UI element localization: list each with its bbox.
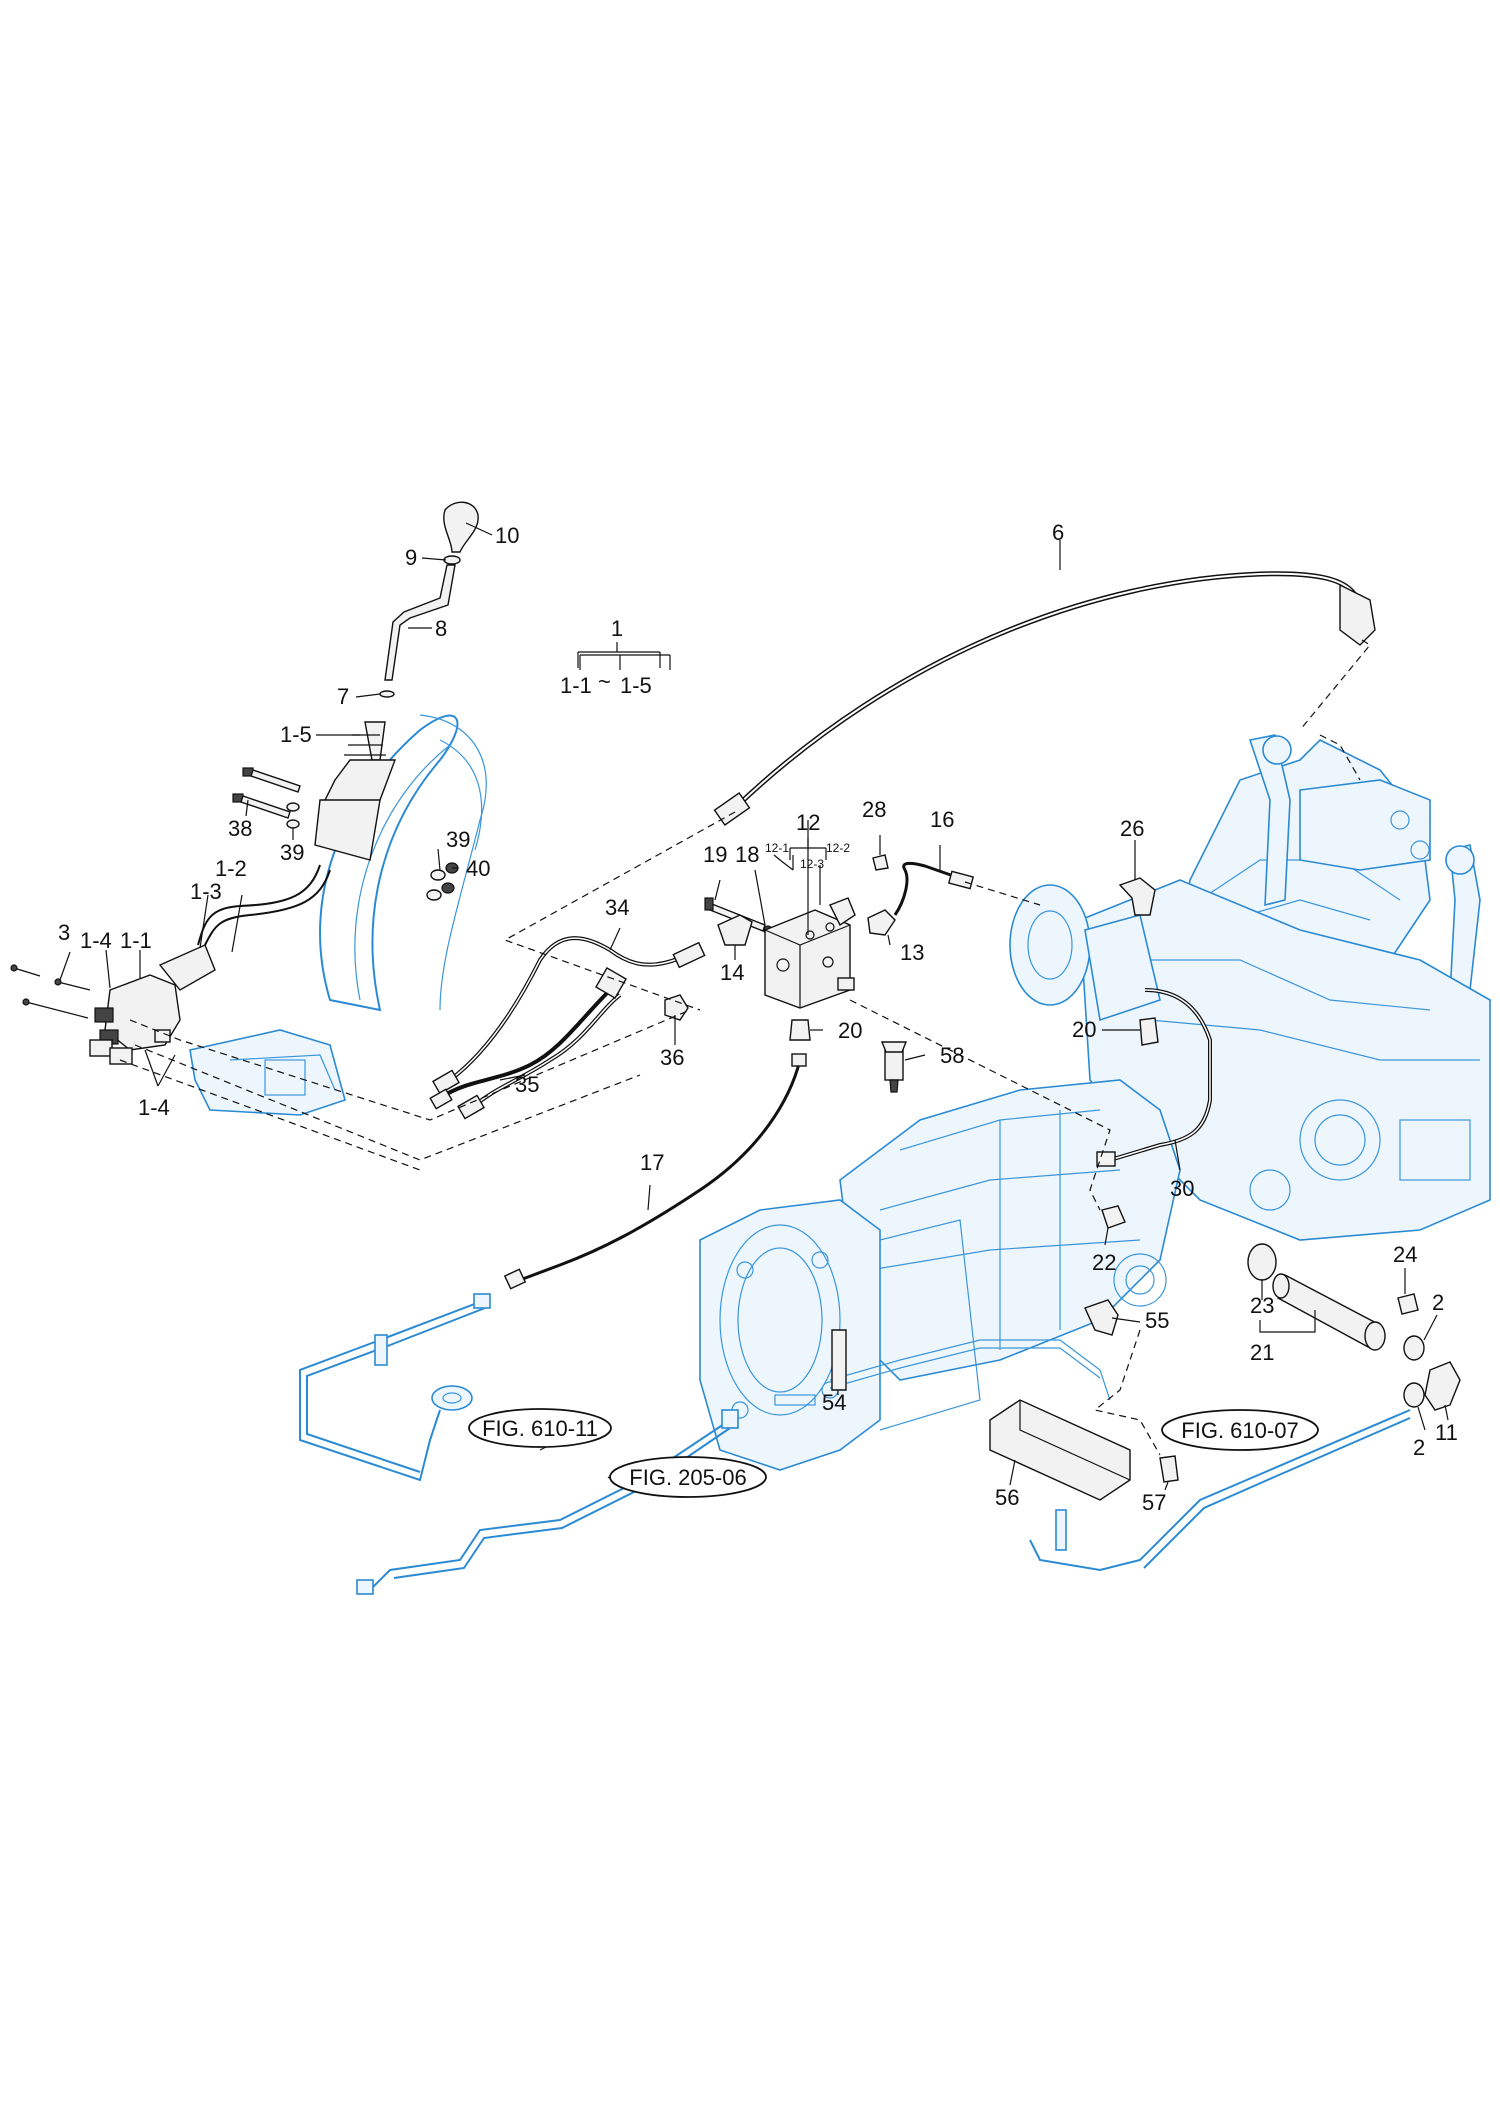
part-12-valve-block <box>764 897 856 1009</box>
part-40-nut-b <box>441 882 455 894</box>
fig-610-11-label: FIG. 610-11 <box>482 1416 598 1441</box>
callout-1-4-top: 1-4 <box>80 928 112 953</box>
callout-40: 40 <box>466 856 490 881</box>
callout-1-1: 1-1 <box>120 928 152 953</box>
callout-14: 14 <box>720 960 744 985</box>
figure-reference-fig-610-07[interactable]: FIG. 610-07 <box>1161 1409 1319 1451</box>
part-23-o-ring <box>1247 1243 1277 1281</box>
part-16-pipe <box>893 861 975 916</box>
part-1-2-cable <box>204 869 331 946</box>
callout-1-3: 1-3 <box>190 879 222 904</box>
part-1-1-control-valve <box>89 944 216 1065</box>
callout-12-3: 12-3 <box>800 857 824 871</box>
part-56-plate <box>989 1399 1131 1501</box>
callout-labels: 10 9 8 7 1-5 38 39 39 40 1 1-1 ~ 1-5 1-2… <box>58 520 1458 1515</box>
external-pipe-fig-610-11 <box>299 1293 491 1482</box>
part-3-bolts <box>10 964 91 1019</box>
callout-1-range-end: 1-5 <box>620 673 652 698</box>
callout-38: 38 <box>228 816 252 841</box>
callout-18: 18 <box>735 842 759 867</box>
part-54-bracket <box>831 1329 847 1391</box>
part-20-fitting-a <box>789 1019 811 1041</box>
callout-28: 28 <box>862 797 886 822</box>
part-6-hose <box>713 571 1376 826</box>
assembly-reference-lines <box>119 639 1371 1456</box>
callout-35: 35 <box>515 1072 539 1097</box>
callout-2-bottom: 2 <box>1413 1435 1425 1460</box>
external-pipe-fig-610-07 <box>1029 1409 1411 1572</box>
callout-19: 19 <box>703 842 727 867</box>
callout-12-1: 12-1 <box>765 841 789 855</box>
part-22-fitting <box>1101 1205 1126 1229</box>
callout-39-left: 39 <box>280 840 304 865</box>
callout-36: 36 <box>660 1045 684 1070</box>
callout-24: 24 <box>1393 1242 1417 1267</box>
callout-55: 55 <box>1145 1308 1169 1333</box>
callout-39-right: 39 <box>446 827 470 852</box>
callout-16: 16 <box>930 807 954 832</box>
callout-2-top: 2 <box>1432 1290 1444 1315</box>
part-8-lever <box>384 564 456 681</box>
part-38-bolts <box>232 767 301 819</box>
part-28-fitting <box>872 854 889 871</box>
callout-1-range-start: 1-1 <box>560 673 592 698</box>
part-24-plug <box>1397 1293 1419 1315</box>
fig-205-06-label: FIG. 205-06 <box>629 1465 746 1490</box>
callout-8: 8 <box>435 616 447 641</box>
part-39-washer-a <box>286 802 300 812</box>
callout-9: 9 <box>405 545 417 570</box>
part-39-washer-c <box>430 869 446 881</box>
callout-1-4-bottom: 1-4 <box>138 1095 170 1120</box>
callout-12: 12 <box>796 810 820 835</box>
part-20-fitting-b <box>1139 1017 1159 1046</box>
callout-20-left: 20 <box>838 1018 862 1043</box>
figure-reference-fig-610-11[interactable]: FIG. 610-11 <box>468 1408 612 1448</box>
part-58-sensor <box>880 1041 908 1093</box>
part-55-elbow <box>1084 1299 1119 1336</box>
part-14-fitting <box>717 914 753 946</box>
callout-23: 23 <box>1250 1293 1274 1318</box>
callout-56: 56 <box>995 1485 1019 1510</box>
part-13-fitting <box>867 909 896 936</box>
callout-54: 54 <box>822 1390 846 1415</box>
part-2-clamp-b <box>1403 1382 1425 1408</box>
callout-12-2: 12-2 <box>826 841 850 855</box>
part-7-ring <box>379 690 395 698</box>
part-10-knob <box>443 501 479 553</box>
figure-reference-fig-205-06[interactable]: FIG. 205-06 <box>609 1456 767 1498</box>
part-1-5-boot <box>314 721 397 861</box>
callout-34: 34 <box>605 895 629 920</box>
callout-1-range-sep: ~ <box>598 669 611 694</box>
part-39-washer-b <box>286 819 300 829</box>
callout-58: 58 <box>940 1043 964 1068</box>
part-17-pipe <box>503 1053 807 1290</box>
callout-21: 21 <box>1250 1340 1274 1365</box>
callout-26: 26 <box>1120 816 1144 841</box>
callout-11: 11 <box>1435 1420 1458 1445</box>
part-34-35-hoses <box>429 936 706 1120</box>
part-9-ring <box>443 555 461 565</box>
callout-6: 6 <box>1052 520 1064 545</box>
tractor-transmission-assembly <box>189 714 1491 1471</box>
callout-20-right: 20 <box>1072 1017 1096 1042</box>
callout-7: 7 <box>337 684 349 709</box>
part-21-filter <box>1272 1273 1386 1351</box>
callout-10: 10 <box>495 523 519 548</box>
part-26-elbow <box>1118 877 1156 916</box>
callout-22: 22 <box>1092 1250 1116 1275</box>
callout-30: 30 <box>1170 1176 1194 1201</box>
callout-17: 17 <box>640 1150 664 1175</box>
callout-1: 1 <box>611 616 623 641</box>
callout-3: 3 <box>58 920 70 945</box>
callout-1-5: 1-5 <box>280 722 312 747</box>
part-57-bolt <box>1159 1455 1179 1483</box>
part-11-hose <box>1424 1361 1461 1411</box>
callout-1-2: 1-2 <box>215 856 247 881</box>
callout-57: 57 <box>1142 1490 1166 1515</box>
part-39-washer-d <box>426 889 442 901</box>
fig-610-07-label: FIG. 610-07 <box>1181 1418 1298 1443</box>
callout-13: 13 <box>900 940 924 965</box>
part-2-clamp-a <box>1403 1335 1425 1361</box>
